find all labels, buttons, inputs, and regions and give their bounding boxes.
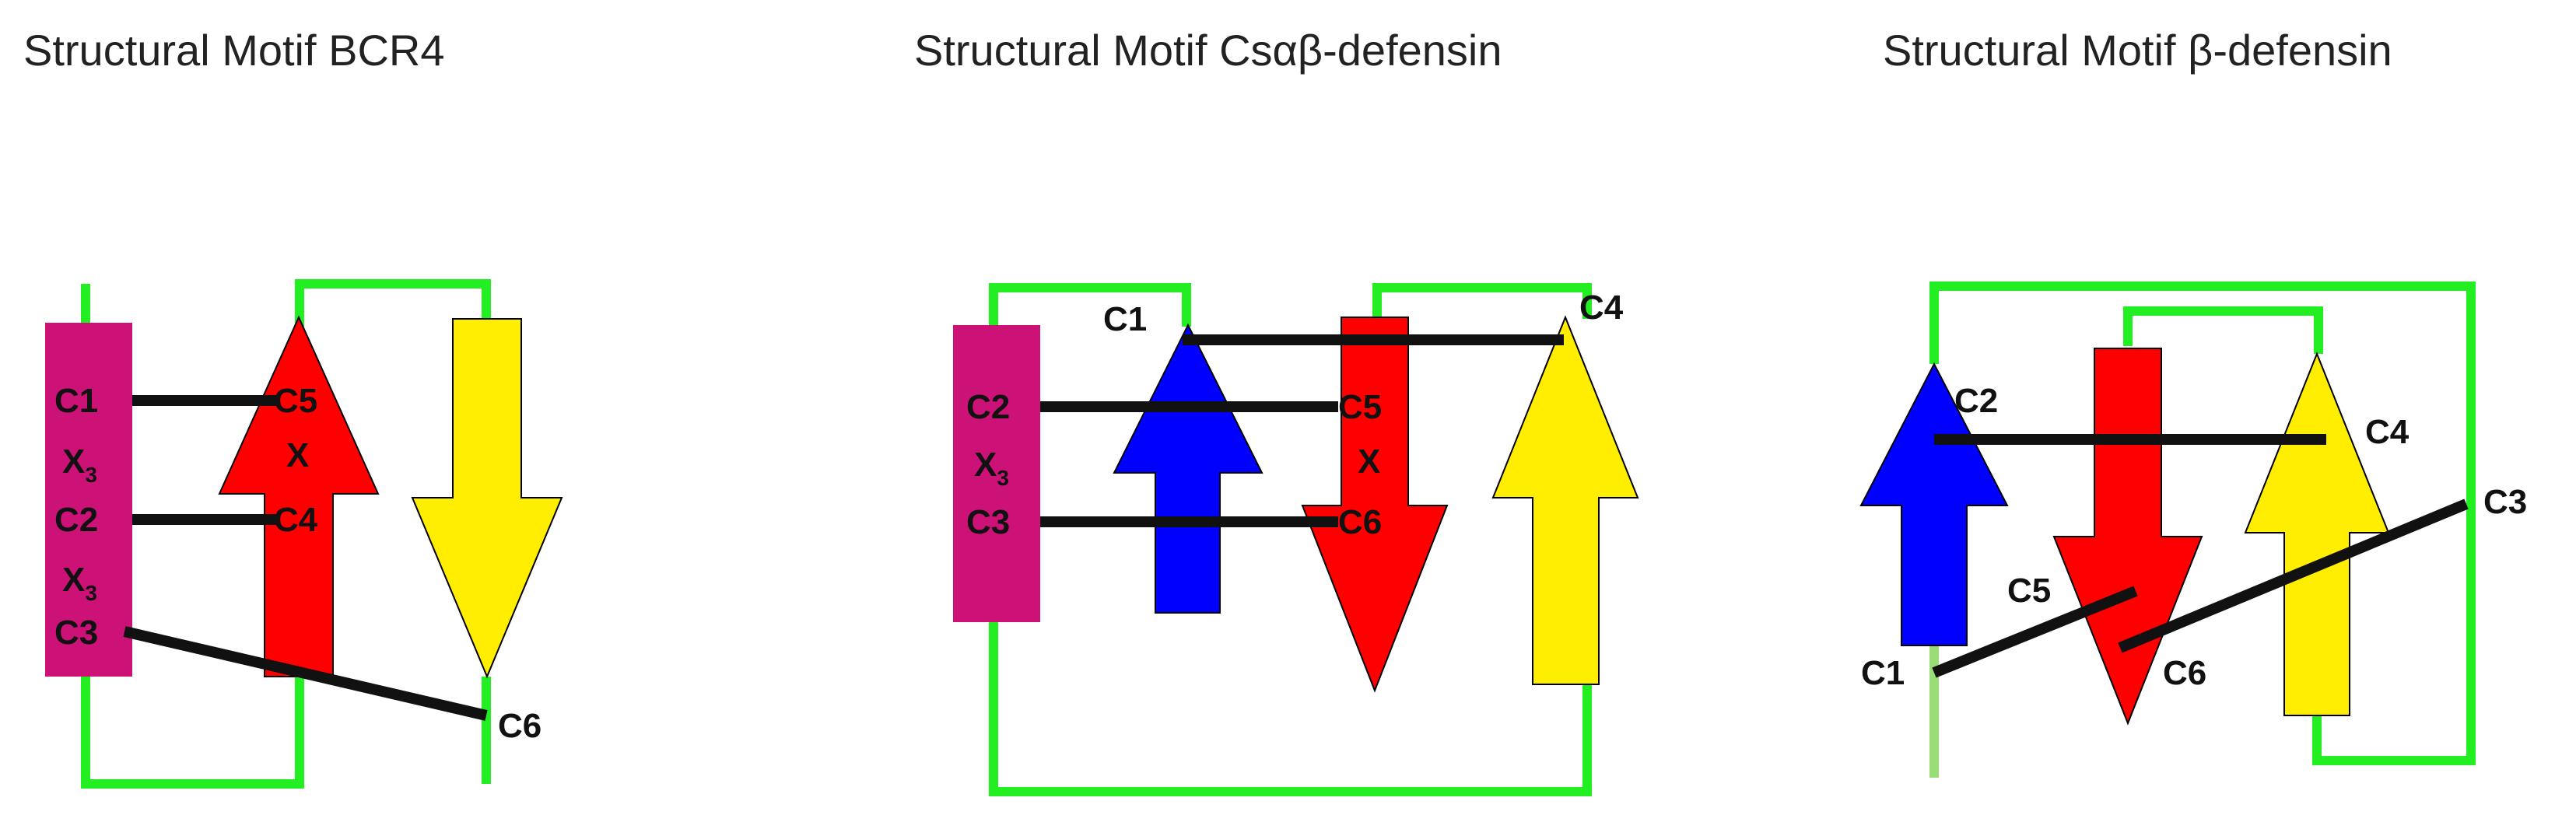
residue-label: C5: [274, 382, 317, 420]
beta-strand-red-up: [218, 315, 380, 677]
panel-title-bcr4: Structural Motif BCR4: [23, 26, 445, 75]
disulfide-bond: [123, 626, 488, 721]
beta-strand-yellow-up: [2244, 352, 2390, 716]
residue-label: X3: [974, 446, 1009, 490]
motif-b-defensin: C1 C2 C3 C4 C5 C6: [1859, 282, 2527, 778]
panel-title-b-defensin: Structural Motif β-defensin: [1883, 26, 2392, 75]
residue-label: C6: [1338, 503, 1382, 541]
residue-label: C2: [1954, 382, 1998, 420]
residue-label: X: [1358, 442, 1380, 481]
alpha-helix: [45, 323, 132, 677]
residue-label: X3: [62, 442, 97, 487]
residue-label: C3: [2483, 483, 2527, 521]
beta-strand-yellow-up: [1491, 315, 1639, 685]
residue-label: C1: [54, 382, 98, 420]
residue-label: C3: [54, 614, 98, 652]
residue-label: C4: [2365, 413, 2410, 451]
motif-csab-defensin: C2 X3 C3 C1 C5 X C6 C4: [953, 283, 1639, 796]
residue-label: C6: [2163, 654, 2206, 692]
disulfide-bond: [2118, 498, 2469, 653]
residue-label: X: [286, 436, 309, 474]
loop-backbone: [989, 283, 1592, 796]
residue-label: C5: [2007, 572, 2051, 610]
residue-label: C6: [498, 707, 541, 745]
residue-label: C3: [966, 503, 1010, 541]
residue-label: C1: [1861, 654, 1905, 692]
beta-strand-blue-up: [1113, 323, 1263, 614]
residue-label: C5: [1338, 388, 1382, 426]
residue-label: C1: [1103, 300, 1147, 338]
beta-strand-yellow-down: [411, 318, 563, 679]
residue-label: C2: [54, 501, 98, 539]
loop-backbone: [81, 279, 491, 789]
motif-bcr4: C1 X3 C2 X3 C3 C5 X C4 C6: [45, 279, 563, 789]
alpha-helix: [953, 325, 1040, 622]
residue-label: C4: [1579, 289, 1624, 327]
panel-title-csab-defensin: Structural Motif Csαβ-defensin: [914, 26, 1502, 75]
beta-strand-red-down: [1301, 317, 1449, 693]
residue-label: X3: [62, 561, 97, 605]
loop-backbone: [1929, 282, 2476, 765]
disulfide-bond: [1932, 586, 2138, 678]
residue-label: C4: [274, 501, 318, 539]
residue-label: C2: [966, 388, 1010, 426]
